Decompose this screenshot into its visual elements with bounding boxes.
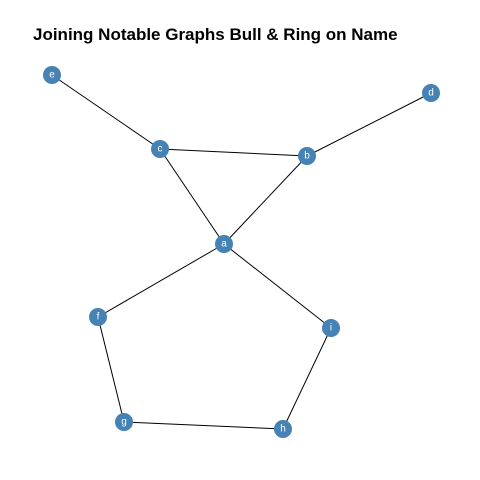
node-label-f: f [97,312,100,323]
edge-f-g [97,316,125,423]
node-label-i: i [330,323,332,334]
node-d: d [422,84,440,102]
node-b: b [298,147,316,165]
node-label-d: d [428,88,434,99]
node-circle-g [115,413,133,431]
node-f: f [89,308,107,326]
node-label-a: a [221,239,227,250]
node-label-b: b [304,151,310,162]
edge-g-h [123,421,284,430]
node-label-c: c [158,144,163,155]
node-a: a [215,235,233,253]
edge-h-i [282,327,332,430]
edge-a-i [223,243,332,329]
node-circle-c [151,140,169,158]
node-label-g: g [121,417,127,428]
edge-c-b [159,148,308,157]
edges-layer [51,74,432,430]
node-h: h [274,420,292,438]
node-c: c [151,140,169,158]
node-circle-a [215,235,233,253]
nodes-layer: a b c d e f g h i [43,66,440,438]
node-i: i [322,319,340,337]
node-label-h: h [280,424,286,435]
node-circle-e [43,66,61,84]
node-circle-d [422,84,440,102]
node-e: e [43,66,61,84]
node-circle-b [298,147,316,165]
node-circle-f [89,308,107,326]
edge-b-d [306,92,432,157]
node-g: g [115,413,133,431]
node-label-e: e [49,70,55,81]
graph-title: Joining Notable Graphs Bull & Ring on Na… [33,25,398,44]
node-circle-i [322,319,340,337]
edge-b-a [223,155,308,245]
edge-c-a [159,148,225,245]
edge-a-f [97,243,225,318]
edge-e-c [51,74,161,150]
node-circle-h [274,420,292,438]
